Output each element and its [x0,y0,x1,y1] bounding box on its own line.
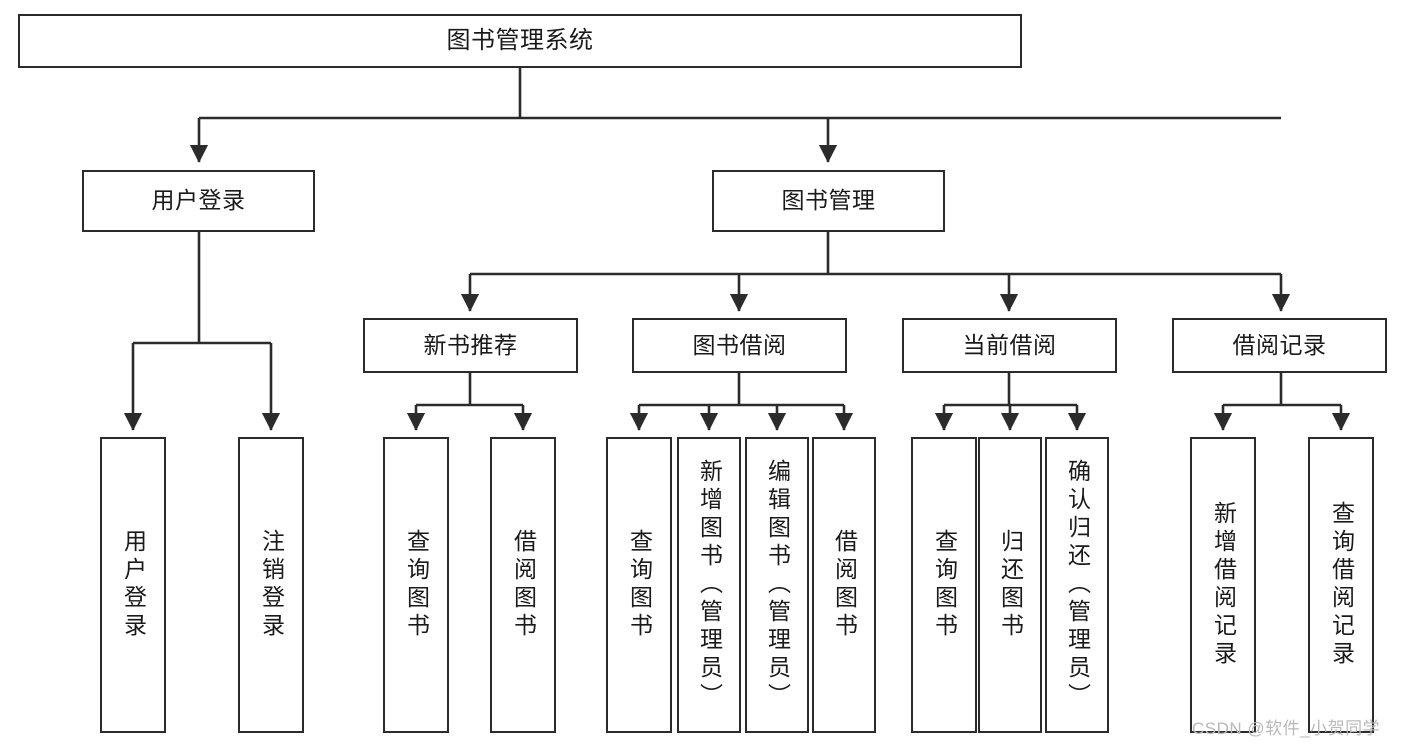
node-root-system[interactable]: 图书管理系统 [18,14,1022,68]
node-label: 当前借阅 [962,331,1057,358]
node-borrow-record[interactable]: 借阅记录 [1172,318,1387,373]
node-leaf-confirm-return-admin[interactable]: 确认归还（管理员） [1045,437,1109,733]
node-book-borrow[interactable]: 图书借阅 [632,318,847,373]
node-leaf-borrow-book-2[interactable]: 借阅图书 [812,437,876,733]
node-leaf-query-book-3[interactable]: 查询图书 [911,437,977,733]
node-label: 查询图书 [403,529,430,641]
node-leaf-user-login[interactable]: 用户登录 [100,437,166,733]
node-leaf-query-borrow-record[interactable]: 查询借阅记录 [1308,437,1374,733]
node-book-manage[interactable]: 图书管理 [712,170,945,232]
node-new-book-recommend[interactable]: 新书推荐 [363,318,578,373]
node-leaf-query-book-1[interactable]: 查询图书 [383,437,449,733]
node-leaf-borrow-book-1[interactable]: 借阅图书 [490,437,556,733]
node-label: 归还图书 [997,529,1024,641]
node-label: 查询图书 [626,529,653,641]
node-label: 图书管理 [781,187,876,214]
node-label: 图书管理系统 [446,26,594,54]
node-label: 用户登录 [120,529,147,641]
node-label: 借阅记录 [1232,331,1327,358]
node-label: 确认归还（管理员） [1064,459,1091,711]
node-label: 新增图书（管理员） [696,459,723,711]
node-leaf-query-book-2[interactable]: 查询图书 [606,437,672,733]
node-leaf-logout-login[interactable]: 注销登录 [238,437,304,733]
node-label: 查询图书 [931,529,958,641]
node-leaf-add-borrow-record[interactable]: 新增借阅记录 [1190,437,1256,733]
node-label: 图书借阅 [692,331,787,358]
node-label: 新增借阅记录 [1210,501,1237,669]
node-label: 注销登录 [258,529,285,641]
csdn-watermark: CSDN @软件_小贺同学 [1192,719,1381,738]
node-label: 编辑图书（管理员） [764,459,791,711]
node-label: 借阅图书 [510,529,537,641]
node-leaf-return-book[interactable]: 归还图书 [978,437,1042,733]
node-user-login[interactable]: 用户登录 [82,170,315,232]
node-current-borrow[interactable]: 当前借阅 [902,318,1117,373]
node-label: 新书推荐 [423,331,518,358]
node-leaf-edit-book-admin[interactable]: 编辑图书（管理员） [745,437,809,733]
node-label: 用户登录 [151,187,246,214]
node-label: 借阅图书 [831,529,858,641]
node-label: 查询借阅记录 [1328,501,1355,669]
node-leaf-add-book-admin[interactable]: 新增图书（管理员） [677,437,741,733]
